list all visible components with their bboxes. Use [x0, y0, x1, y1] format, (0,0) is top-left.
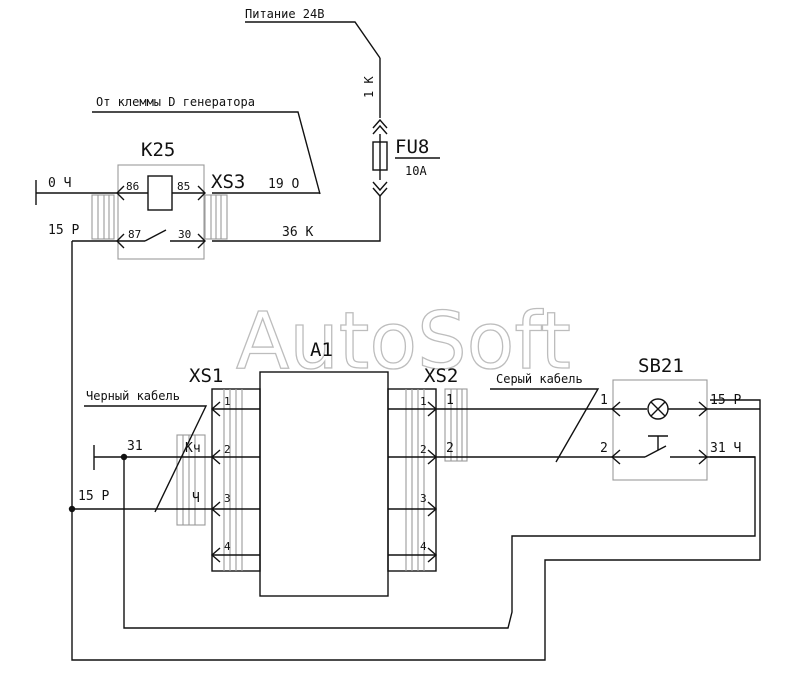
grey-cable-housing [444, 388, 468, 462]
connector-xs1 [211, 388, 261, 572]
fuse-rating: 10A [405, 164, 427, 178]
switch-sb21-box [612, 379, 708, 481]
relay-internal [116, 175, 206, 249]
xs1-pin-3: 3 [224, 492, 231, 505]
relay-pin-87-arrow [116, 233, 125, 249]
switch-in-2: 2 [600, 441, 608, 456]
relay-pin-30-arrow [197, 233, 206, 249]
relay-pin-30: 30 [178, 228, 191, 241]
wire-36k-label: 36 К [282, 225, 313, 240]
switch-out-15r: 15 Р [710, 393, 741, 408]
fuse-bottom-connector-icon [372, 181, 388, 198]
xs1-pin-4: 4 [224, 540, 231, 553]
black-cable-label: Черный кабель [86, 389, 180, 403]
switch-out-31ch: 31 Ч [710, 441, 741, 456]
relay-label: K25 [141, 139, 175, 161]
power-leader-line [245, 21, 381, 59]
switch-in-1: 1 [600, 393, 608, 408]
fuse-top-connector-icon [372, 118, 388, 135]
relay-coil-icon [147, 175, 173, 211]
fuse-fu8 [372, 118, 388, 198]
connector-xs2 [387, 388, 437, 572]
connector-xs3-housing [204, 194, 228, 240]
wire-31-loop [123, 456, 756, 629]
power-supply-label: Питание 24В [245, 7, 324, 21]
power-wire-label: 1 К [362, 76, 376, 98]
unit-a1-label: A1 [310, 339, 333, 361]
xs2-pin-2: 2 [420, 443, 427, 456]
xs1-pin-1: 1 [224, 395, 231, 408]
relay-pin-86-arrow [116, 185, 125, 201]
pushbutton-icon [648, 435, 668, 450]
wire-15r-top-label: 15 Р [48, 223, 79, 238]
xs1-pin-2: 2 [224, 443, 231, 456]
connector-xs2-label: XS2 [424, 365, 458, 387]
connector-xs3-label: XS3 [211, 171, 245, 193]
wire-19o-label: 19 О [268, 177, 299, 192]
relay-pin-85-arrow [197, 185, 206, 201]
relay-k25-box [117, 164, 205, 260]
generator-terminal-label: От клеммы D генератора [96, 95, 255, 109]
xs2-pin-3: 3 [420, 492, 427, 505]
xs1-pins [206, 401, 260, 563]
wire-kch-label: Кч [185, 441, 201, 456]
xs2-pins [388, 401, 438, 563]
relay-pin-86: 86 [126, 180, 139, 193]
relay-pin-85: 85 [177, 180, 190, 193]
switch-internal [610, 398, 709, 465]
wire-31-label: 31 [127, 439, 143, 454]
line-2-label: 2 [446, 441, 454, 456]
wire-36k [212, 196, 381, 242]
switch-contact-icon [644, 445, 667, 458]
xs2-pin-4: 4 [420, 540, 427, 553]
wire-ch-label: Ч [192, 491, 200, 506]
wire-15r-mid-label: 15 Р [78, 489, 109, 504]
relay-left-connector [91, 194, 115, 240]
fuse-label: FU8 [395, 136, 429, 158]
grey-cable-leader [490, 388, 600, 463]
xs2-pin-1: 1 [420, 395, 427, 408]
unit-a1 [259, 371, 389, 597]
connector-xs1-label: XS1 [189, 365, 223, 387]
line-1-label: 1 [446, 393, 454, 408]
relay-pin-87: 87 [128, 228, 141, 241]
black-cable-leader [84, 405, 208, 513]
wire-15r-loop [71, 241, 761, 661]
wire-0ch-label: 0 Ч [48, 176, 71, 191]
switch-label: SB21 [638, 355, 684, 377]
relay-contact-icon [144, 229, 167, 242]
grey-cable-label: Серый кабель [496, 372, 583, 386]
generator-leader-line [92, 111, 321, 195]
black-cable-housing [176, 434, 206, 526]
